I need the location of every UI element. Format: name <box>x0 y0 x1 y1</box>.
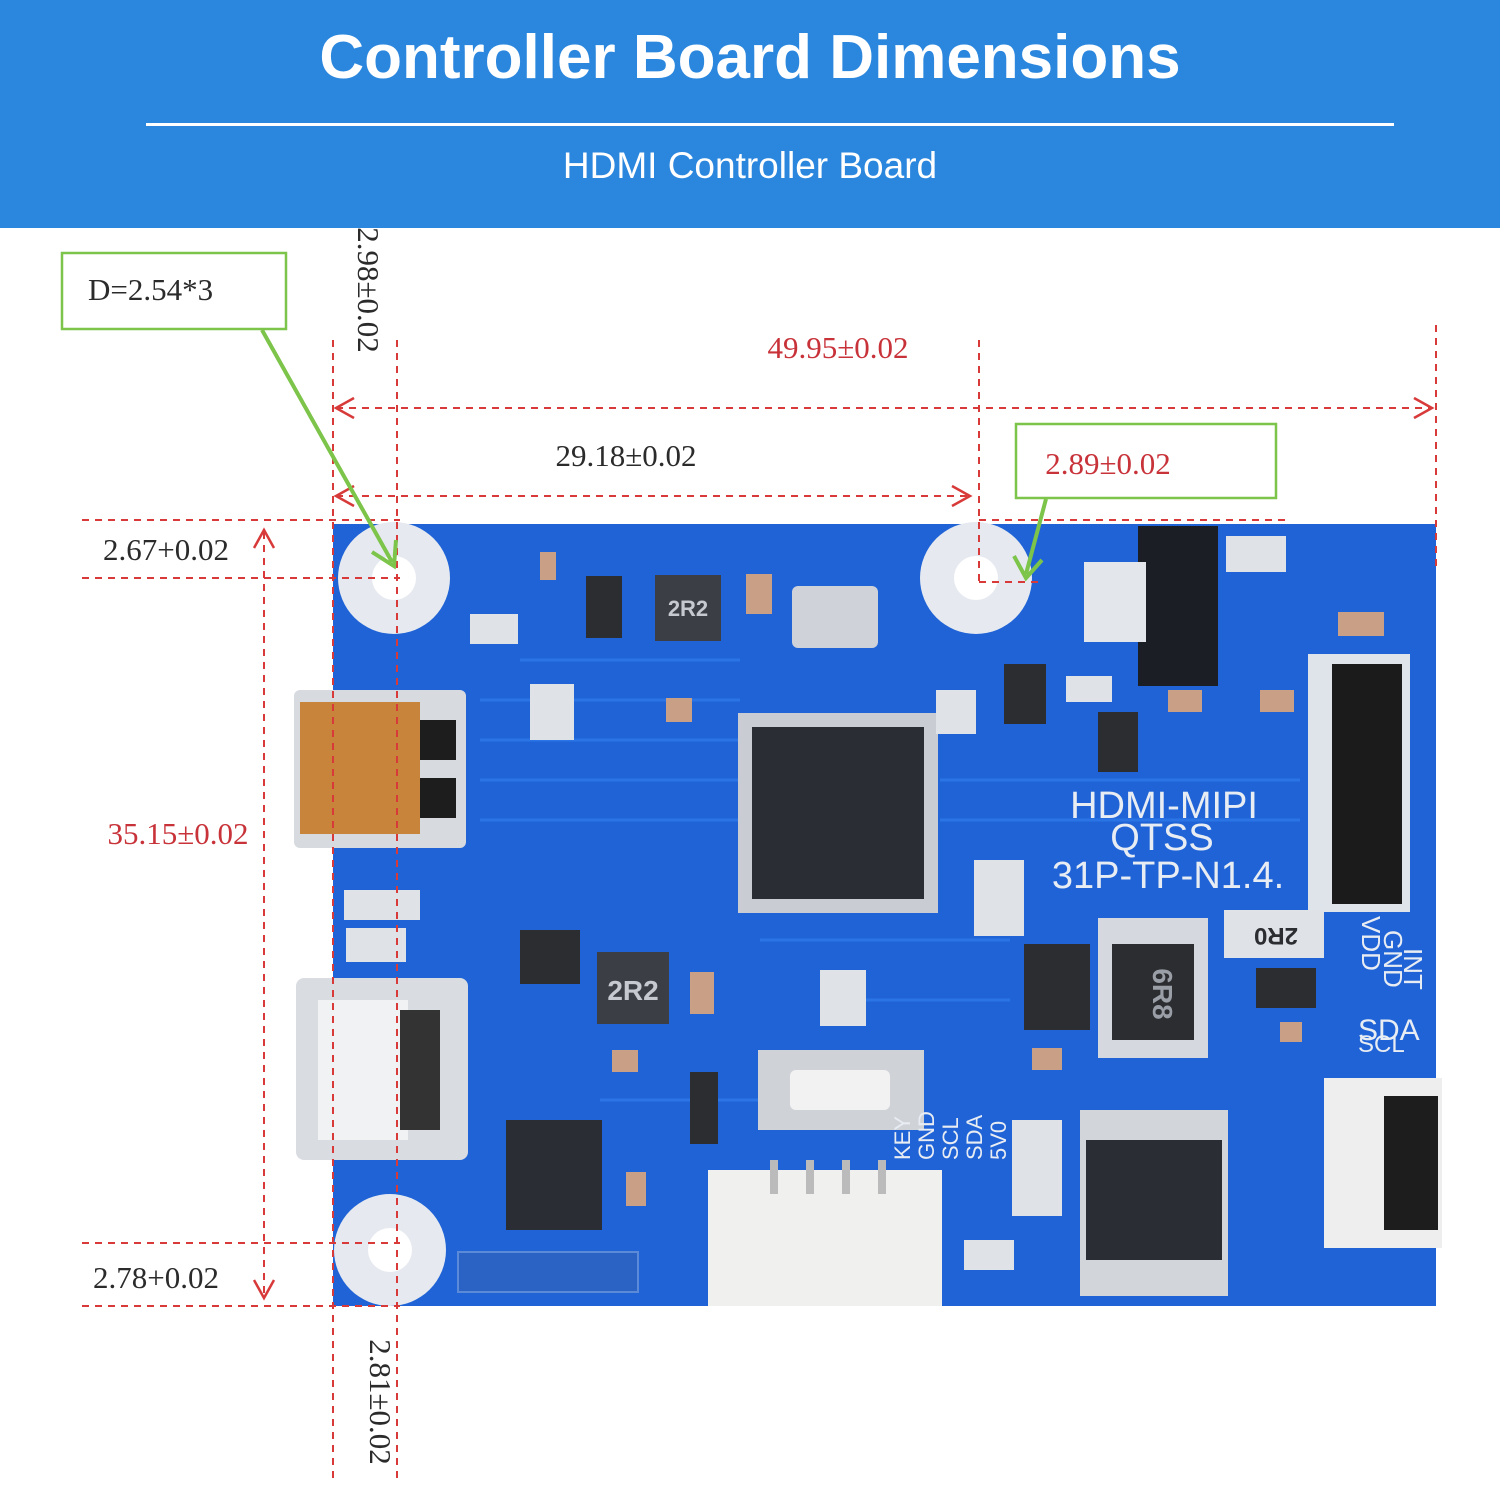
mounting-hole-top-right <box>920 522 1032 634</box>
header-divider <box>146 123 1394 126</box>
fpc-connector <box>1308 654 1410 912</box>
tactile-switch <box>758 1050 924 1130</box>
crystal-oscillator <box>792 586 878 648</box>
small-ic <box>506 1120 602 1230</box>
hole-diameter-callout: D=2.54*3 <box>60 251 398 570</box>
silkscreen-line-3: 31P-TP-N1.4. <box>1052 855 1284 897</box>
silkscreen-line-2: QTSS <box>1110 817 1213 859</box>
inductor-2r2-top: 2R2 <box>655 575 721 641</box>
page-title: Controller Board Dimensions <box>319 23 1181 92</box>
right-hole-offset-label: 2.89±0.02 <box>1045 446 1171 481</box>
voltage-regulator <box>1084 526 1218 686</box>
pin-label-scl: SCL <box>1358 1031 1405 1058</box>
bottom-hole-offset-label: 2.78+0.02 <box>93 1260 219 1295</box>
soic-chip <box>1080 1110 1228 1296</box>
pin-label-vdd: VDD <box>1356 916 1386 971</box>
main-ic <box>738 713 938 913</box>
small-fpc-connector <box>1324 1078 1442 1248</box>
key-label-gnd: GND <box>914 1111 939 1160</box>
silkscreen-line-1: HDMI-MIPI <box>1070 785 1258 827</box>
top-left-offset-label: 2.98±0.02 <box>351 227 386 353</box>
smd-components <box>520 576 1316 1144</box>
right-hole-offset-callout: 2.89±0.02 <box>1012 422 1278 582</box>
resistor-2r0-label: 2R0 <box>1254 922 1298 949</box>
key-label-scl: SCL <box>938 1117 963 1160</box>
wire-connector <box>708 1160 942 1306</box>
pin-labels: VDD GND INT <box>1356 916 1428 990</box>
bottom-left-offset-label: 2.81±0.02 <box>363 1339 398 1465</box>
overall-width-label: 49.95±0.02 <box>767 330 908 365</box>
inductor-6r8-label: 6R8 <box>1147 968 1178 1019</box>
hdmi-port <box>296 978 468 1160</box>
dimension-lines <box>82 325 1437 1480</box>
pin-label-int: INT <box>1398 948 1428 990</box>
hole-spacing-label: 29.18±0.02 <box>555 438 696 473</box>
bottom-pin-labels: SDA SCL <box>1358 1014 1420 1058</box>
pcb-board: 2R2 2R2 6R8 <box>294 522 1442 1306</box>
overall-height-label: 35.15±0.02 <box>107 816 248 851</box>
usb-port <box>294 690 466 848</box>
inductor-label-top: 2R2 <box>668 596 708 621</box>
inductor-label: 2R2 <box>607 975 658 1006</box>
pin-header <box>457 1251 639 1293</box>
key-label-5v0: 5V0 <box>986 1121 1011 1160</box>
pin-label-sda: SDA <box>1358 1014 1420 1047</box>
hole-diameter-label: D=2.54*3 <box>88 272 213 307</box>
dimension-arrows <box>252 396 1435 1301</box>
top-hole-offset-label: 2.67+0.02 <box>103 532 229 567</box>
inductor-6r8: 6R8 <box>1098 918 1208 1058</box>
key-label-sda: SDA <box>962 1114 987 1160</box>
page-subtitle: HDMI Controller Board <box>562 145 938 186</box>
key-label-key: KEY <box>890 1116 915 1160</box>
mounting-hole-bottom-left <box>334 1194 446 1306</box>
pin-label-gnd: GND <box>1378 930 1408 988</box>
capacitors <box>540 552 1384 1206</box>
inductor-2r2: 2R2 <box>597 952 669 1024</box>
key-pin-labels: KEY GND SCL SDA 5V0 <box>890 1111 1011 1160</box>
header-banner: Controller Board Dimensions HDMI Control… <box>0 0 1500 228</box>
